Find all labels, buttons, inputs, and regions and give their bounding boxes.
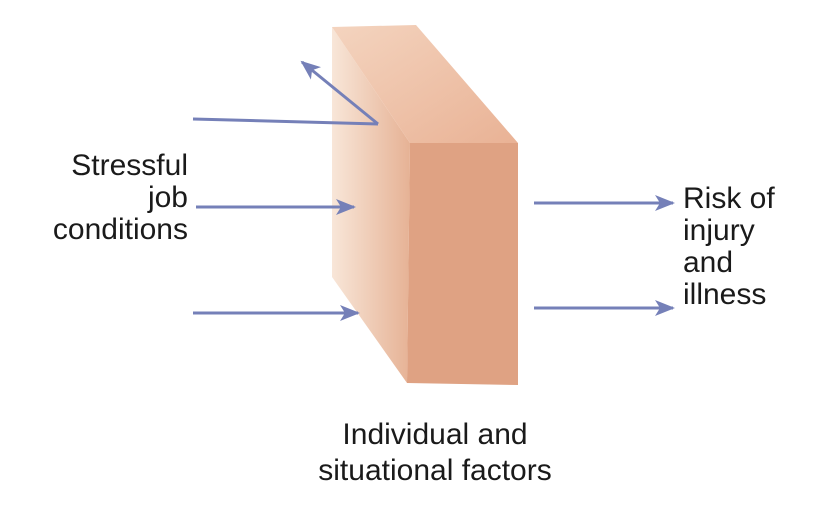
output-label-line: illness: [683, 278, 767, 311]
output-label-line: Risk of: [683, 182, 775, 215]
output-label: Risk of injury and illness: [683, 183, 813, 311]
output-label-line: and: [683, 246, 734, 279]
block-caption: Individual and situational factors: [290, 417, 580, 489]
block-caption-line: Individual and: [342, 418, 528, 451]
input-label-line: job: [147, 181, 188, 214]
block-front-face: [407, 143, 518, 385]
block-side-face: [332, 27, 410, 383]
input-label: Stressful job conditions: [40, 150, 188, 246]
input-label-line: Stressful: [71, 149, 188, 182]
block-caption-line: situational factors: [318, 454, 552, 487]
input-label-line: conditions: [52, 213, 188, 246]
deflected-input-line: [192, 117, 379, 126]
output-label-line: injury: [683, 214, 755, 247]
deflected-arrow: [300, 60, 379, 126]
block-top-face: [332, 25, 518, 143]
